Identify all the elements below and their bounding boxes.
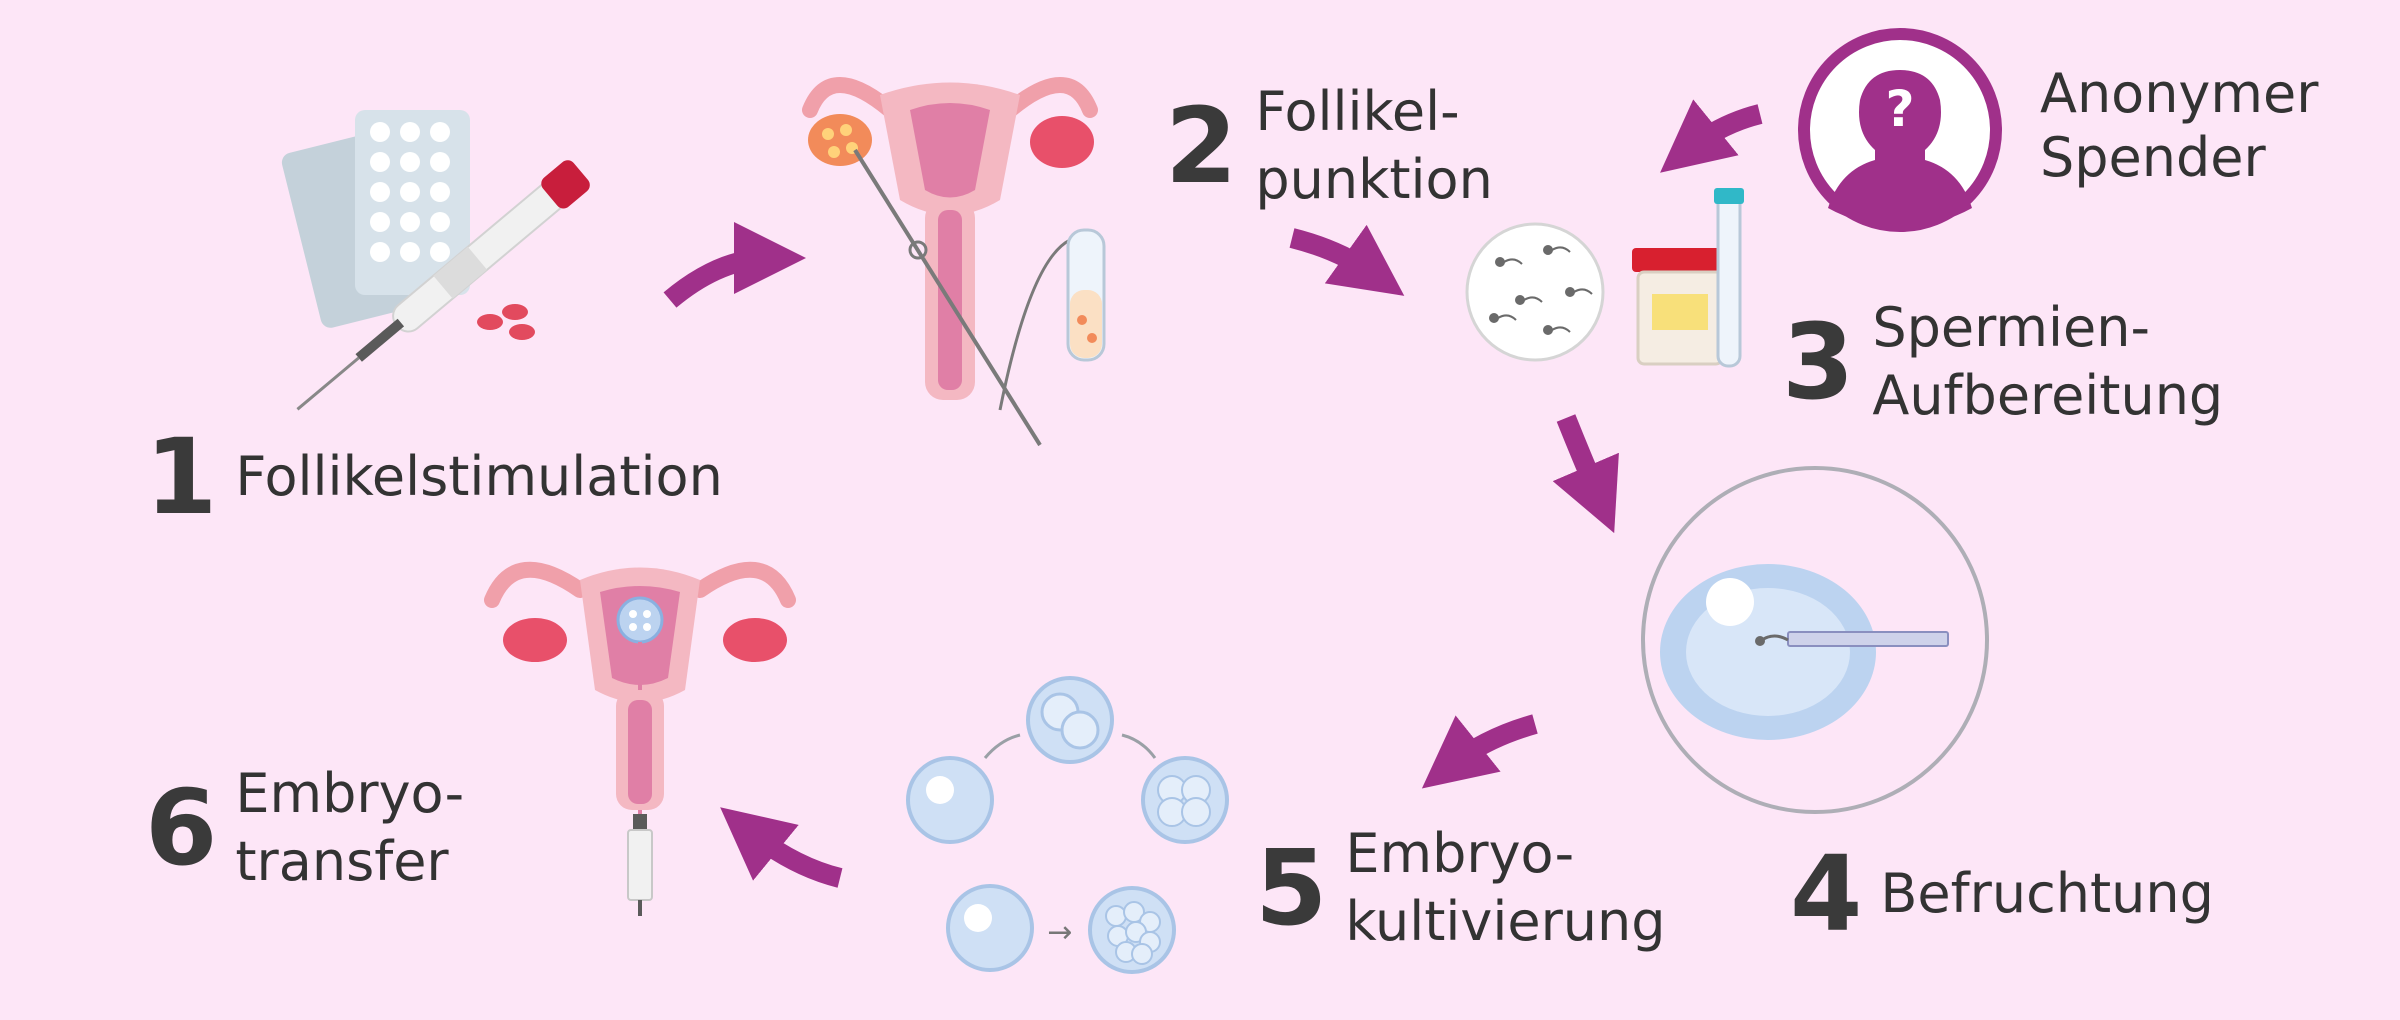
sperm-petri-dish-icon <box>1465 222 1605 362</box>
step-4-number: 4 <box>1790 833 1863 955</box>
step-4-label: Befruchtung <box>1880 860 2214 928</box>
donor-label-line-2: Spender <box>2040 126 2266 189</box>
test-tube-icon <box>998 228 1106 411</box>
step-1-label: Follikelstimulation <box>235 443 722 511</box>
question-mark-glyph: ? <box>1885 80 1914 138</box>
step-3-label: Spermien- Aufbereitung <box>1872 294 2223 430</box>
step-6-number: 6 <box>145 767 218 889</box>
arrow-3-to-4 <box>1552 414 1619 534</box>
step-6-label: Embryo- transfer <box>235 760 464 896</box>
step-6-label-line-2: transfer <box>235 830 449 893</box>
anonymous-person-icon: ? <box>1798 28 2002 232</box>
step-3: 3 Spermien- Aufbereitung <box>1782 294 2223 430</box>
arrow-5-to-6 <box>720 807 843 888</box>
arrow-2-to-3 <box>1289 224 1405 296</box>
step-1: 1 Follikelstimulation <box>145 425 723 529</box>
step-2-label: Follikel- punktion <box>1255 78 1492 214</box>
step-5-label: Embryo- kultivierung <box>1345 820 1665 956</box>
arrow-1-to-2 <box>663 222 806 308</box>
step-4-label-line: Befruchtung <box>1880 862 2214 925</box>
step-5-label-line-1: Embryo- <box>1345 822 1575 885</box>
step-4: 4 Befruchtung <box>1790 842 2214 946</box>
uterus-transfer-icon <box>484 561 796 830</box>
step-6-label-line-1: Embryo- <box>235 762 465 825</box>
donor-label: Anonymer Spender <box>2040 62 2318 190</box>
step-6: 6 Embryo- transfer <box>145 760 464 896</box>
sample-cup-icon <box>1632 188 1744 368</box>
step-5: 5 Embryo- kultivierung <box>1255 820 1666 956</box>
hormone-injection-pen-icon <box>296 160 590 411</box>
donor-label-line-1: Anonymer <box>2040 62 2319 125</box>
step-2-label-line-1: Follikel- <box>1255 80 1460 143</box>
medication-blister-pack-icon <box>281 110 535 340</box>
step-2-label-line-2: punktion <box>1255 148 1493 211</box>
uterus-puncture-icon <box>802 77 1098 447</box>
arrow-4-to-5 <box>1421 714 1538 789</box>
step-2-number: 2 <box>1165 85 1238 207</box>
step-1-label-line: Follikelstimulation <box>235 445 723 508</box>
step-2: 2 Follikel- punktion <box>1165 78 1493 214</box>
culture-arrow-glyph: → <box>1047 915 1072 950</box>
step-5-number: 5 <box>1255 827 1328 949</box>
embryo-culture-icon: → <box>906 676 1229 974</box>
syringe-icon <box>627 814 653 916</box>
icsi-egg-icon <box>1641 466 1989 814</box>
step-3-label-line-2: Aufbereitung <box>1872 364 2224 427</box>
step-3-number: 3 <box>1782 301 1855 423</box>
step-1-number: 1 <box>145 416 218 538</box>
step-3-label-line-1: Spermien- <box>1872 296 2150 359</box>
arrow-donor-to-3 <box>1660 99 1763 173</box>
step-5-label-line-2: kultivierung <box>1345 890 1666 953</box>
